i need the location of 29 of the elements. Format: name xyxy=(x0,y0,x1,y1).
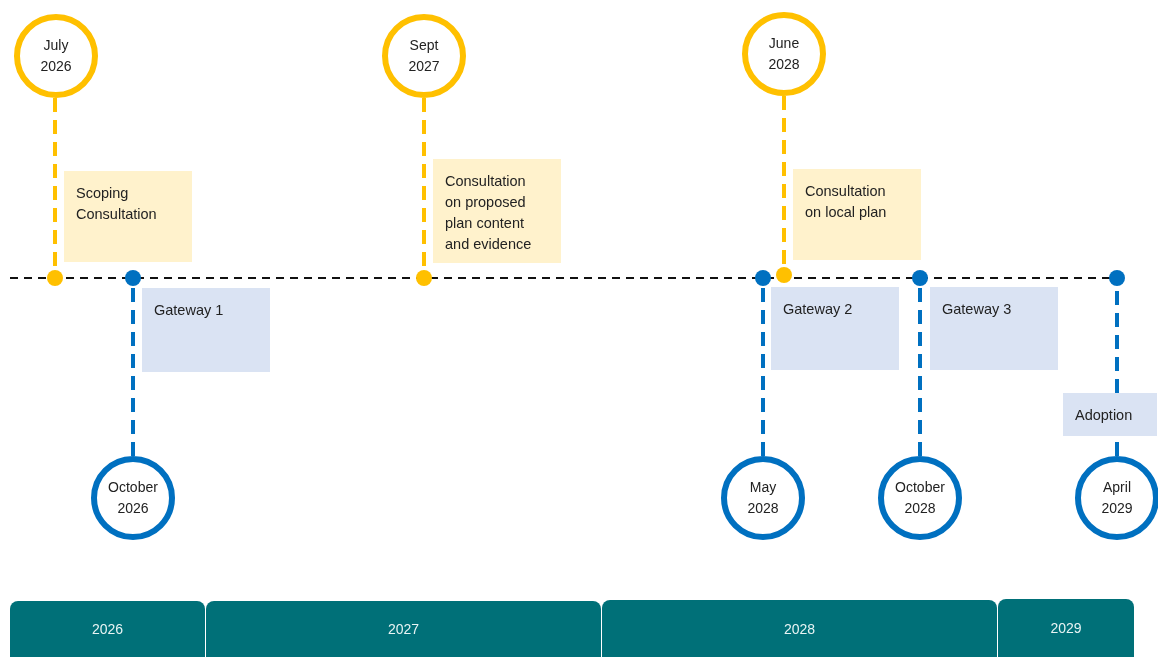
timeline-dot xyxy=(125,270,141,286)
timeline-dot xyxy=(47,270,63,286)
date-label: June 2028 xyxy=(767,34,801,74)
date-label: July 2026 xyxy=(39,36,73,76)
milestone-box: Scoping Consultation xyxy=(64,171,192,262)
timeline-dot xyxy=(776,267,792,283)
milestone-box: Consultation on local plan xyxy=(793,169,921,260)
milestone-box: Adoption xyxy=(1063,393,1157,436)
dashed-connector xyxy=(782,96,786,267)
timeline-dot xyxy=(416,270,432,286)
milestone-box: Gateway 3 xyxy=(930,287,1058,370)
year-bar: 2026 xyxy=(10,601,205,657)
timeline-dot xyxy=(912,270,928,286)
timeline-dot xyxy=(1109,270,1125,286)
year-bar: 2029 xyxy=(998,599,1134,657)
date-label: Sept 2027 xyxy=(407,36,441,76)
dashed-connector xyxy=(761,286,765,456)
milestone-box: Gateway 1 xyxy=(142,288,270,372)
year-bar: 2027 xyxy=(206,601,601,657)
dashed-connector xyxy=(918,286,922,456)
timeline-dot xyxy=(755,270,771,286)
dashed-connector xyxy=(131,286,135,456)
milestone-box: Gateway 2 xyxy=(771,287,899,370)
year-bar: 2028 xyxy=(602,600,997,657)
date-label: October 2028 xyxy=(894,478,946,518)
milestone-box: Consultation on proposed plan content and evidence xyxy=(433,159,561,263)
date-label: October 2026 xyxy=(107,478,159,518)
date-label: May 2028 xyxy=(746,478,780,518)
date-label: April 2029 xyxy=(1100,478,1134,518)
